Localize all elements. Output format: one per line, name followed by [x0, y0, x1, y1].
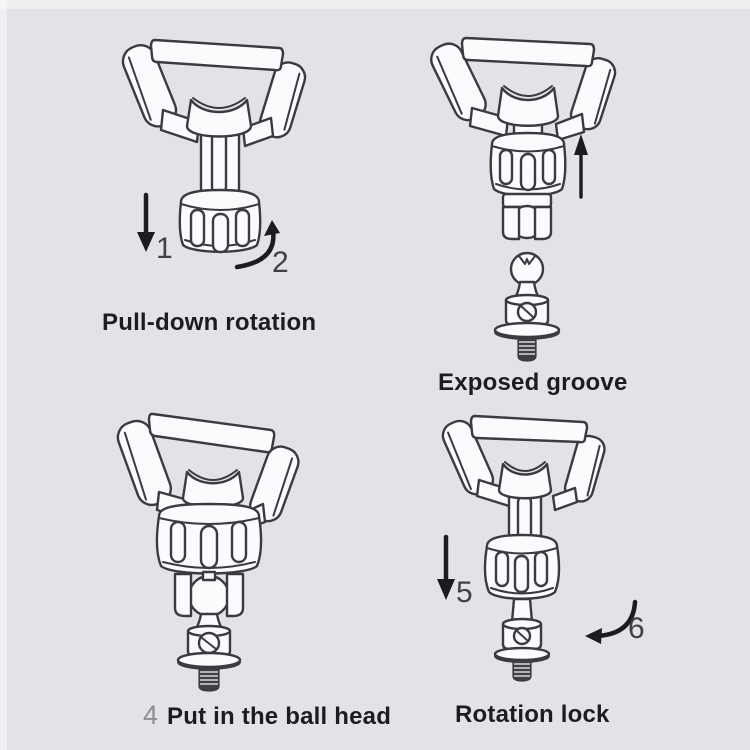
- step-number-4: 4: [143, 700, 159, 730]
- arrow-label-1: 1: [156, 232, 173, 265]
- rotation-arrow-step2-icon: [234, 220, 280, 270]
- arrow-label-2: 2: [272, 246, 289, 279]
- caption-rotation-lock: Rotation lock: [455, 701, 610, 728]
- arrow-label-6: 6: [628, 612, 645, 645]
- caption-pull-down-rotation: Pull-down rotation: [102, 309, 317, 336]
- down-arrow-step1-icon: [137, 192, 155, 252]
- down-arrow-step5-icon: [437, 534, 455, 600]
- caption-exposed-groove: Exposed groove: [438, 369, 628, 396]
- clamp-step1-illustration: [121, 38, 307, 254]
- clamp-step4-illustration: [116, 412, 300, 692]
- rotation-arrow-step6-icon: [585, 599, 638, 644]
- up-arrow-icon: [574, 134, 588, 199]
- caption-put-in-ball-head: Put in the ball head: [167, 703, 392, 730]
- clamp-step3-illustration: [430, 36, 617, 362]
- caption-row-put-in-ball-head: 4 Put in the ball head: [143, 700, 391, 731]
- clamp-step5-illustration: [441, 414, 606, 682]
- arrow-label-5: 5: [456, 576, 473, 609]
